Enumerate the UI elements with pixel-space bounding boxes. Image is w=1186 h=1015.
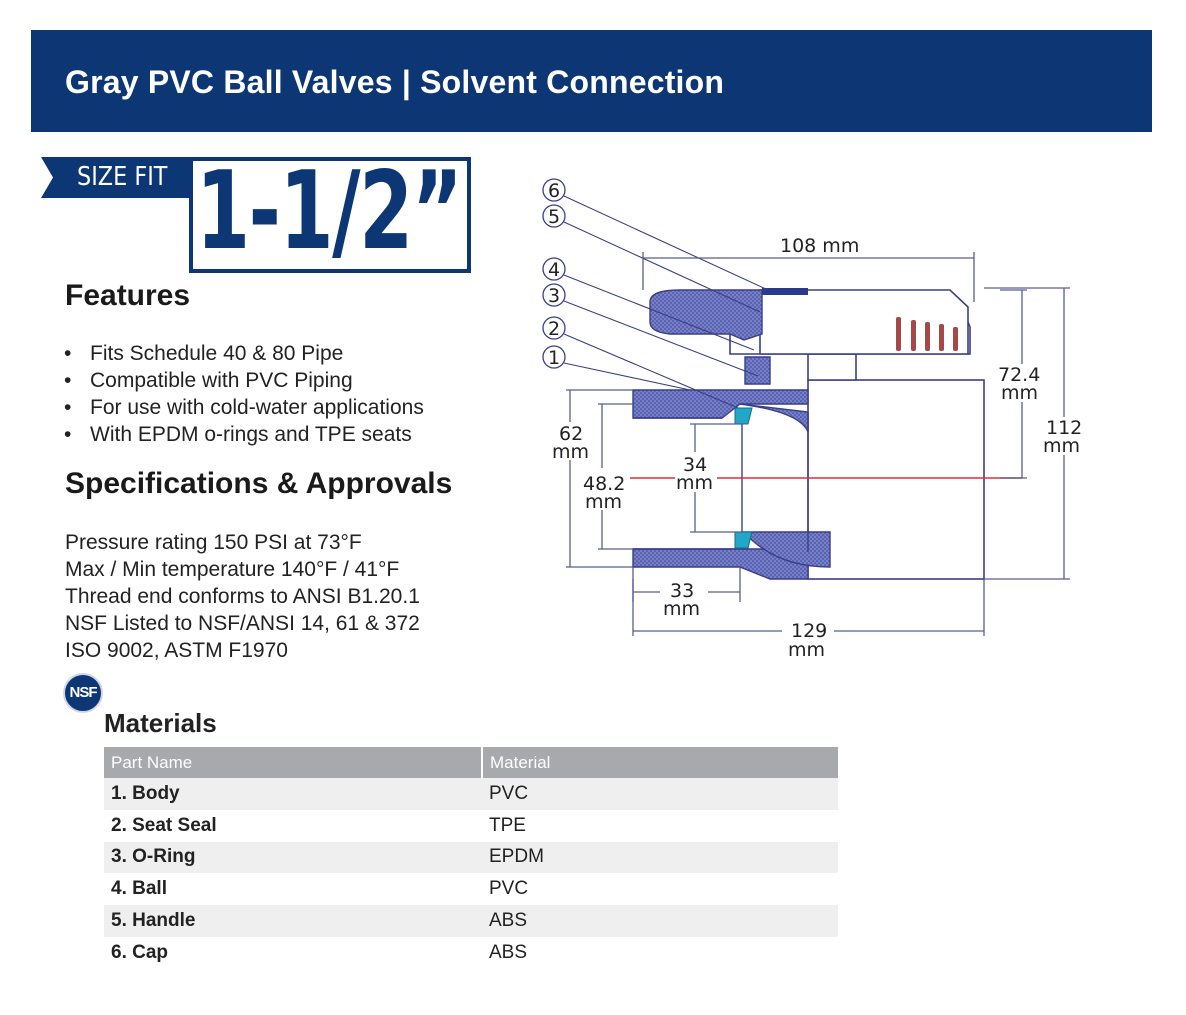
dimension-socket-depth: 33 mm xyxy=(632,567,741,620)
features-heading: Features xyxy=(65,279,191,312)
svg-text:62: 62 xyxy=(559,423,583,445)
materials-table: Part Name Material 1. Body PVC 2. Seat S… xyxy=(104,747,838,969)
nsf-logo: NSF xyxy=(63,673,103,713)
valve-cross-section-diagram: 6 5 4 3 2 1 108 mm 72.4 xyxy=(542,178,1086,661)
svg-text:mm: mm xyxy=(663,598,700,620)
handle-grip-slots xyxy=(896,317,958,351)
specs-heading: Specifications & Approvals xyxy=(65,467,453,500)
specs-list: Pressure rating 150 PSI at 73°F Max / Mi… xyxy=(65,529,420,664)
dimension-top-width: 108 mm xyxy=(642,232,975,302)
callout-2: 2 xyxy=(542,316,739,409)
table-row: 6. Cap ABS xyxy=(104,937,838,969)
feature-item: •For use with cold-water applications xyxy=(64,396,424,419)
svg-text:mm: mm xyxy=(1001,382,1038,404)
page-title: Gray PVC Ball Valves | Solvent Connectio… xyxy=(65,64,725,100)
svg-text:34: 34 xyxy=(683,454,707,476)
spec-item: ISO 9002, ASTM F1970 xyxy=(65,639,288,662)
svg-text:129: 129 xyxy=(791,620,827,642)
spec-item: Thread end conforms to ANSI B1.20.1 xyxy=(65,585,420,608)
bullet-icon: • xyxy=(64,396,72,419)
feature-item: •Fits Schedule 40 & 80 Pipe xyxy=(64,342,344,365)
svg-text:3: 3 xyxy=(548,285,560,307)
svg-text:33: 33 xyxy=(670,580,694,602)
bullet-icon: • xyxy=(64,369,72,392)
dimension-length: 129 mm xyxy=(632,579,985,661)
svg-text:6: 6 xyxy=(548,180,560,202)
column-header-part: Part Name xyxy=(104,747,482,778)
part-name: 2. Seat Seal xyxy=(111,814,217,836)
part-name: 3. O-Ring xyxy=(104,841,482,874)
table-row: 4. Ball PVC xyxy=(104,873,838,905)
svg-text:5: 5 xyxy=(548,206,560,228)
dimension-half-height: 72.4 mm xyxy=(998,289,1044,479)
size-fit-label: SIZE FIT xyxy=(77,162,168,192)
material: EPDM xyxy=(482,841,838,874)
bullet-icon: • xyxy=(64,423,72,446)
table-row: 3. O-Ring EPDM xyxy=(104,841,838,874)
part-name: 4. Ball xyxy=(111,878,167,900)
callout-4: 4 xyxy=(542,257,755,351)
dimension-socket-diameter: 48.2 mm xyxy=(582,403,633,550)
svg-text:108 mm: 108 mm xyxy=(780,235,859,257)
part-name: 5. Handle xyxy=(104,905,482,937)
material: ABS xyxy=(489,941,528,963)
material: ABS xyxy=(482,905,838,937)
svg-text:mm: mm xyxy=(1043,435,1080,457)
bullet-icon: • xyxy=(64,342,72,365)
seat-seals xyxy=(734,407,753,549)
callout-6: 6 xyxy=(542,178,769,291)
material: TPE xyxy=(489,814,526,836)
callout-1: 1 xyxy=(542,345,691,391)
column-header-material: Material xyxy=(481,747,838,778)
table-header-row: Part Name Material xyxy=(104,747,838,778)
valve-body-section xyxy=(632,289,831,580)
bore-outline xyxy=(633,412,809,552)
material: PVC xyxy=(489,878,529,900)
spec-item: NSF Listed to NSF/ANSI 14, 61 & 372 xyxy=(65,612,420,635)
dimension-outer-diameter: 62 mm xyxy=(548,389,633,568)
svg-text:mm: mm xyxy=(552,441,589,463)
callout-5: 5 xyxy=(542,204,761,313)
size-box xyxy=(189,157,471,273)
material: PVC xyxy=(482,778,838,810)
dimension-bore: 34 mm xyxy=(675,423,742,533)
features-list: •Fits Schedule 40 & 80 Pipe •Compatible … xyxy=(64,340,424,448)
svg-text:mm: mm xyxy=(788,639,825,661)
svg-text:mm: mm xyxy=(676,472,713,494)
svg-text:72.4: 72.4 xyxy=(998,364,1040,386)
svg-text:48.2: 48.2 xyxy=(583,473,625,495)
feature-item: •With EPDM o-rings and TPE seats xyxy=(64,423,412,446)
svg-text:mm: mm xyxy=(585,491,622,513)
spec-item: Pressure rating 150 PSI at 73°F xyxy=(65,531,362,554)
svg-text:2: 2 xyxy=(548,318,560,340)
materials-heading: Materials xyxy=(104,708,217,738)
svg-text:4: 4 xyxy=(548,259,560,281)
feature-item: •Compatible with PVC Piping xyxy=(64,369,353,392)
table-row: 2. Seat Seal TPE xyxy=(104,810,838,842)
spec-item: Max / Min temperature 140°F / 41°F xyxy=(65,558,400,581)
size-value: 1-1/2” xyxy=(196,149,463,274)
svg-text:112: 112 xyxy=(1046,417,1082,439)
table-row: 1. Body PVC xyxy=(104,778,838,810)
callout-3: 3 xyxy=(542,283,759,377)
valve-body-exterior xyxy=(729,289,985,580)
cap-part xyxy=(762,288,808,295)
svg-text:1: 1 xyxy=(548,347,560,369)
part-name: 6. Cap xyxy=(111,941,169,963)
header-banner: Gray PVC Ball Valves | Solvent Connectio… xyxy=(31,30,1152,132)
table-row: 5. Handle ABS xyxy=(104,905,838,937)
dimension-total-height: 112 mm xyxy=(984,287,1086,580)
part-name: 1. Body xyxy=(104,778,482,810)
size-fit-tag xyxy=(41,157,201,198)
